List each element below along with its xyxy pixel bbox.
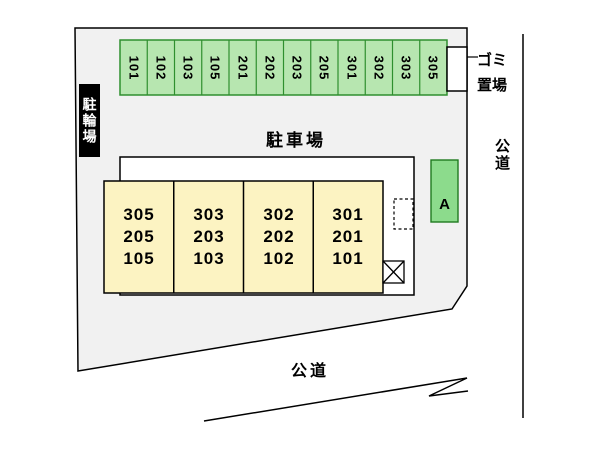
bicycle-parking-sign: 駐輪場 [79, 84, 100, 157]
building-a-marker-label: A [439, 196, 450, 213]
room-number: 301 [332, 205, 364, 224]
room-number: 201 [332, 227, 364, 246]
entrance-dashed-box [393, 198, 414, 230]
room-number: 203 [193, 227, 225, 246]
room-dividers [173, 181, 314, 293]
room-number: 303 [193, 205, 225, 224]
parking-space-number: 302 [371, 55, 387, 81]
room-number: 103 [193, 249, 225, 268]
parking-space-number: 203 [289, 55, 305, 81]
road-label-right: 公道 [493, 138, 510, 172]
stairs-icon [382, 260, 405, 284]
parking-space-number: 201 [235, 55, 251, 81]
parking-space-number: 105 [207, 55, 223, 81]
room-number: 105 [123, 249, 155, 268]
road-line-bottom [203, 377, 468, 422]
parking-lot-label: 駐車場 [266, 131, 326, 150]
garbage-area-label-line1: ゴミ [477, 52, 508, 69]
building-a-marker-box [430, 159, 459, 223]
parking-space-number: 205 [316, 55, 332, 81]
road-label-bottom: 公道 [290, 363, 329, 380]
parking-space-number: 202 [262, 55, 278, 81]
parking-space-number: 301 [344, 55, 360, 81]
room-number: 205 [123, 227, 155, 246]
parking-stall-dividers [146, 40, 421, 95]
garbage-box [446, 46, 468, 92]
parking-space-number: 101 [126, 55, 142, 81]
parking-space-number: 103 [180, 55, 196, 81]
room-number: 305 [123, 205, 155, 224]
room-number: 202 [263, 227, 295, 246]
road-corner-bottom-right [428, 377, 469, 397]
garbage-area-label: ゴミ 置場 [477, 48, 521, 98]
parking-space-number: 303 [398, 55, 414, 81]
room-number: 302 [263, 205, 295, 224]
room-number: 101 [332, 249, 364, 268]
room-number: 102 [263, 249, 295, 268]
garbage-area-label-line2: 置場 [477, 77, 508, 94]
parking-space-number: 102 [153, 55, 169, 81]
parking-space-number: 305 [425, 55, 441, 81]
